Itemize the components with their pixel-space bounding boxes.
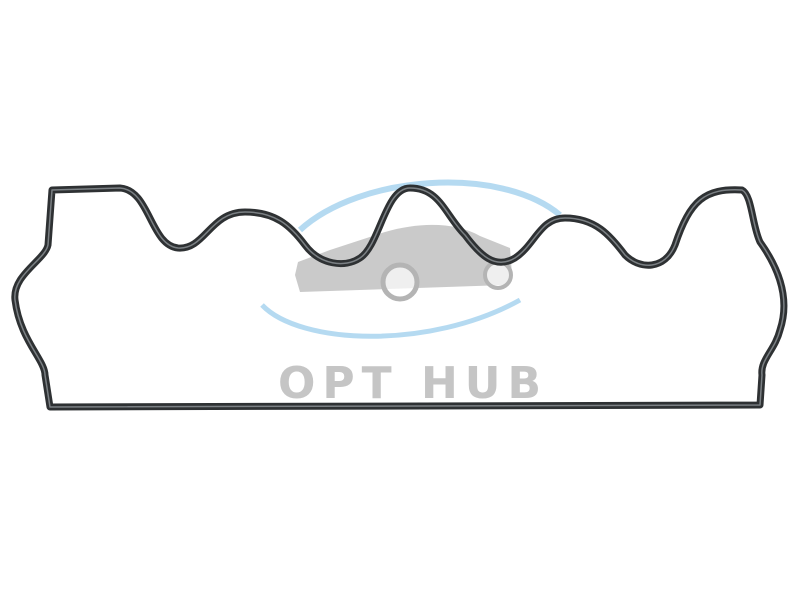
car-icon: [295, 224, 513, 302]
watermark-text: OPT HUB: [277, 358, 549, 409]
swoosh-icon: [260, 179, 562, 339]
